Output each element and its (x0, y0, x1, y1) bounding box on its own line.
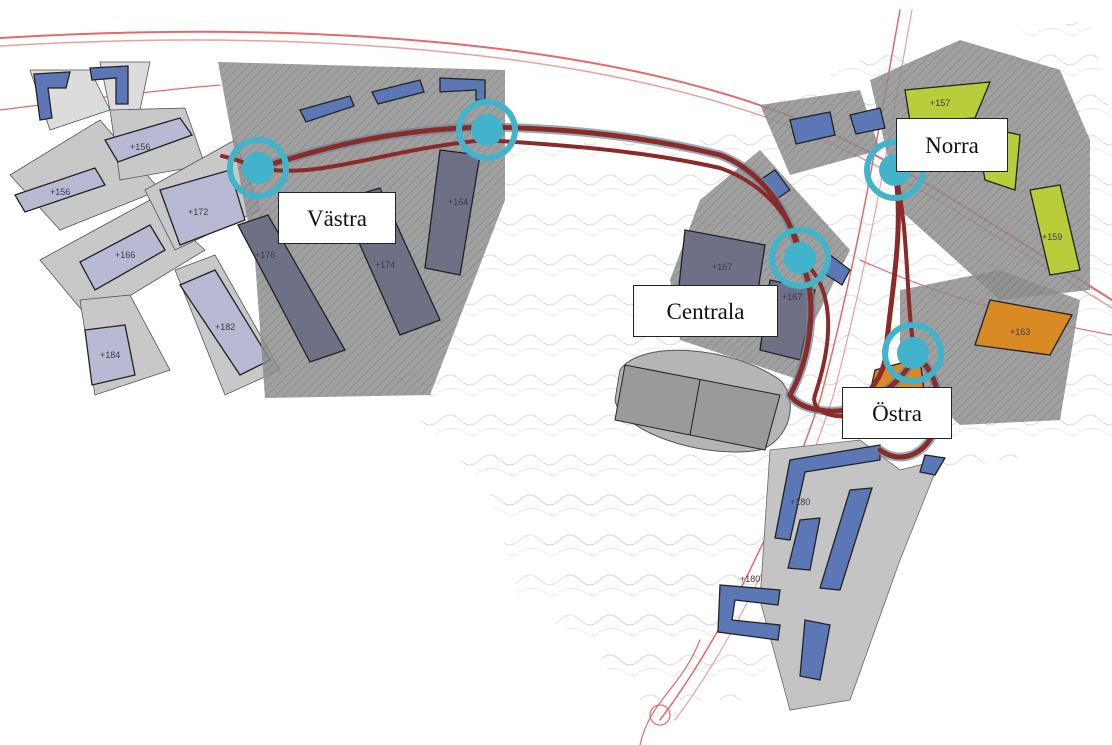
building-label: +156 (130, 142, 150, 152)
building-label: +180 (790, 497, 810, 507)
blue-buildings-northwest (33, 65, 129, 121)
building-label: +182 (215, 322, 235, 332)
zone-south (717, 439, 947, 711)
station-marker-icon[interactable] (882, 322, 944, 384)
station-label-norra[interactable]: Norra (896, 118, 1008, 172)
station-label-ostra[interactable]: Östra (842, 387, 952, 439)
building-labels: +156 +156 +172 +166 +184 +182 +176 +174 … (50, 98, 1062, 584)
building-label: +176 (255, 250, 275, 260)
building-label: +156 (50, 187, 70, 197)
station-marker-icon[interactable] (456, 99, 518, 161)
building-label: +172 (188, 207, 208, 217)
station-label-centrala[interactable]: Centrala (633, 285, 778, 337)
building-label: +157 (930, 98, 950, 108)
station-label-vastra[interactable]: Västra (278, 192, 396, 244)
building-label: +167 (782, 292, 802, 302)
building-label: +184 (100, 350, 120, 360)
station-marker-icon[interactable] (769, 227, 831, 289)
building-label: +163 (1010, 327, 1030, 337)
building-label: +167 (712, 262, 732, 272)
station-marker-icon[interactable] (227, 137, 289, 199)
building-label: +180 (740, 574, 760, 584)
building-label: +164 (448, 197, 468, 207)
building-label: +159 (1042, 232, 1062, 242)
building-label: +166 (115, 250, 135, 260)
western-buildings (14, 117, 271, 386)
station-markers (227, 99, 944, 384)
building-label: +174 (375, 260, 395, 270)
